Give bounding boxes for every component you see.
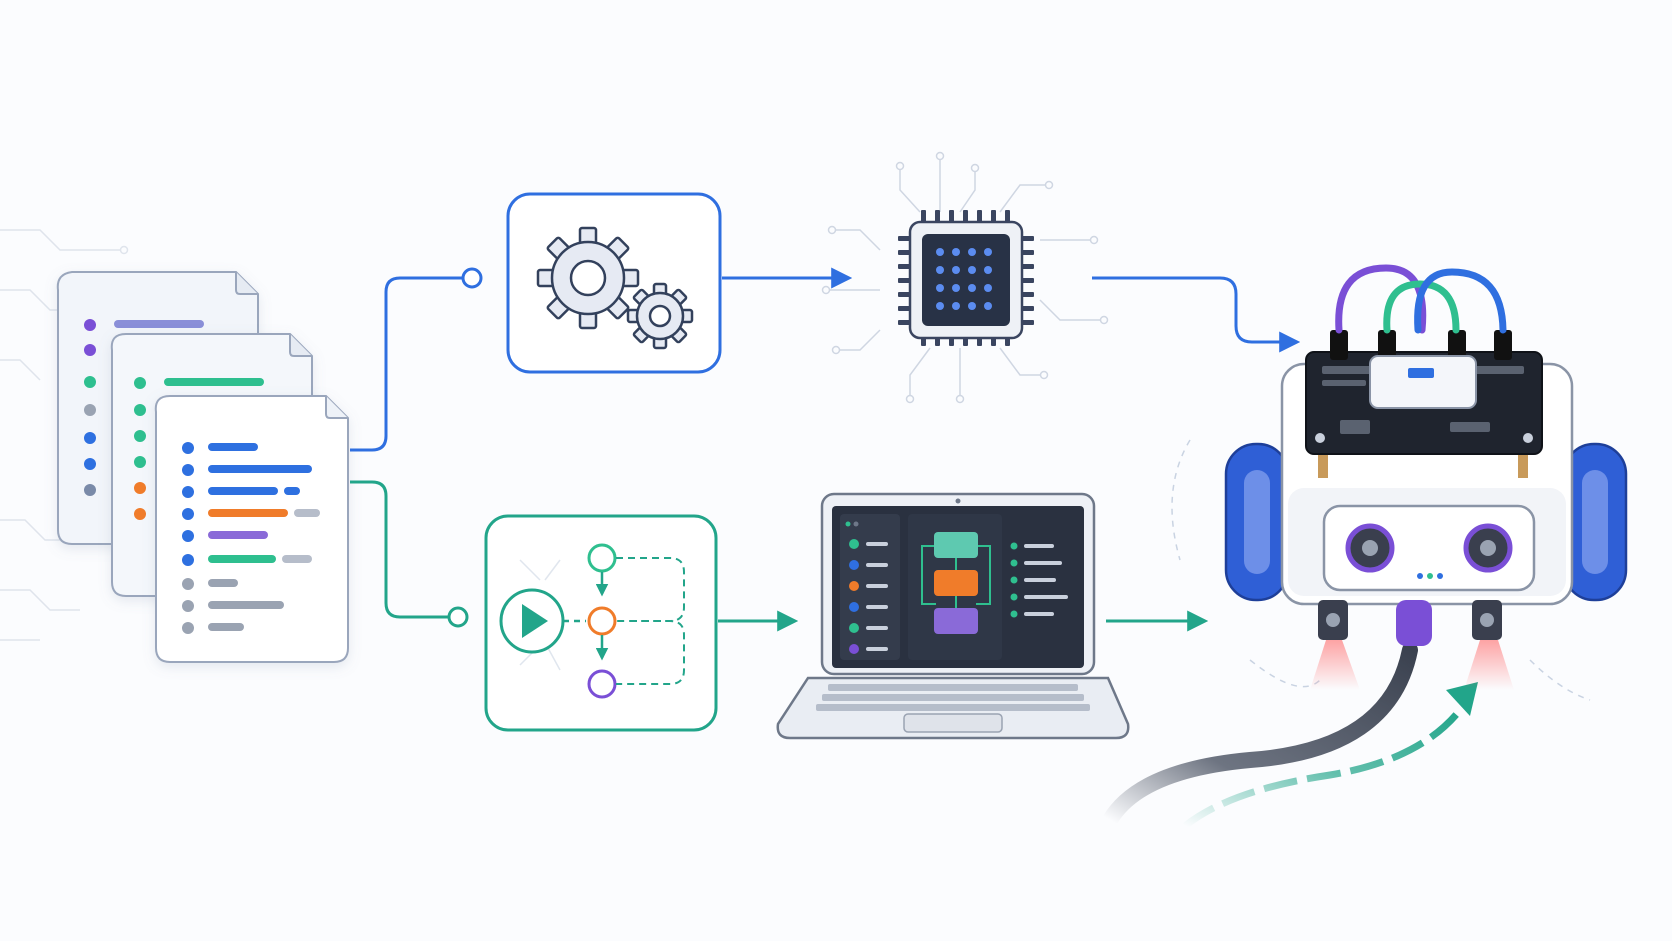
wheel-left: [1224, 442, 1290, 602]
simulation-flow-node: [484, 514, 718, 732]
path-arrow-line: [1182, 707, 1463, 829]
arrow-chip-to-robot: [1092, 276, 1301, 353]
ultrasonic-sensor: [1322, 504, 1536, 592]
connector-to-build: [350, 267, 483, 452]
laptop-keyboard: [816, 684, 1090, 711]
play-icon: [499, 588, 565, 654]
chip-dots: [936, 248, 992, 310]
path-arrow-head: [1446, 682, 1478, 716]
line-sensors: [1318, 600, 1502, 646]
code-documents-icon: [56, 271, 349, 663]
connector-to-simulation: [350, 480, 469, 628]
robot-icon: [1102, 264, 1628, 829]
cable: [1102, 642, 1418, 828]
chip-traces: [821, 151, 1109, 404]
wheel-right: [1562, 442, 1628, 602]
chip-icon: [821, 151, 1109, 404]
laptop-properties: [1010, 542, 1068, 618]
laptop-icon: [776, 492, 1130, 740]
gears-icon: [536, 226, 694, 350]
laptop-sidebar: [845, 521, 888, 654]
build-config-node: [506, 192, 722, 374]
laptop-flowchart: [908, 514, 1002, 660]
flowchart-icon: [587, 543, 685, 699]
jumper-wires: [1335, 264, 1507, 334]
controller-board: [1305, 330, 1543, 455]
code-page-front: [154, 395, 349, 663]
header-pins: [1330, 330, 1512, 360]
